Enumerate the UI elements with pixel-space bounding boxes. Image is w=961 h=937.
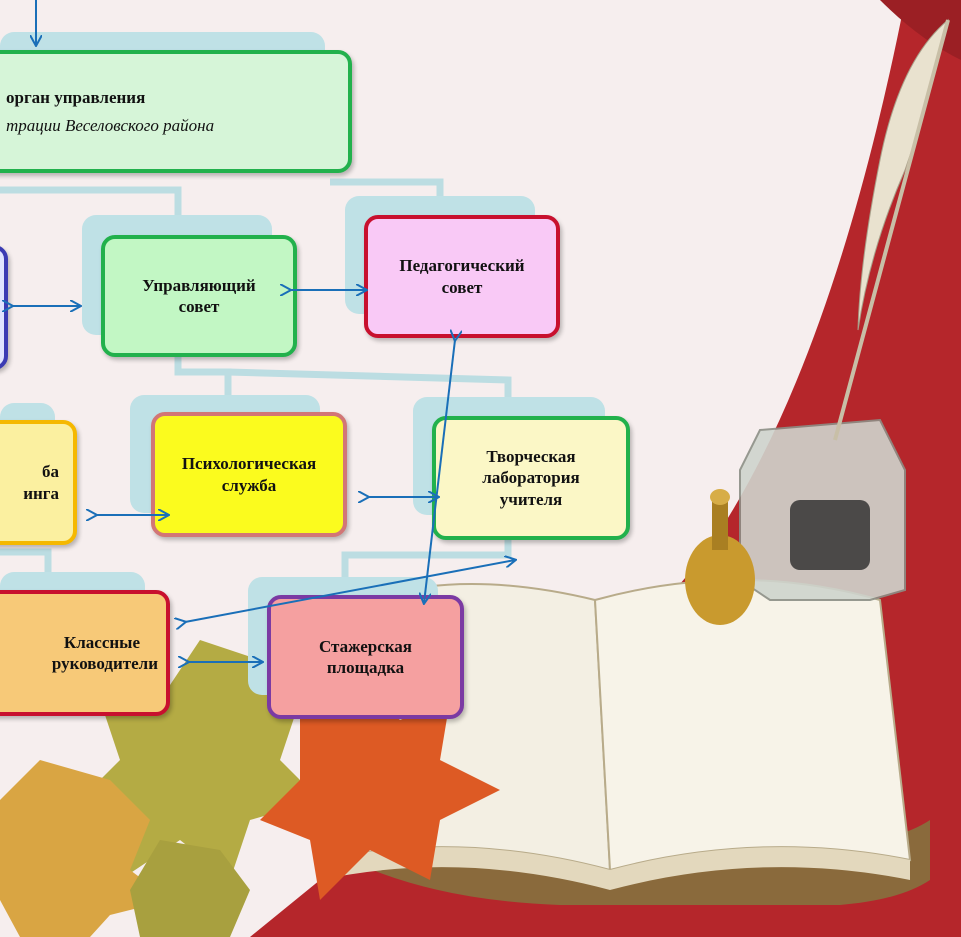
managing-council-line2: совет: [178, 297, 220, 316]
governing-body-subtitle: трации Веселовского района: [6, 115, 215, 135]
creative-lab-line2: лаборатория: [482, 468, 580, 488]
arrow-class-lab: [185, 560, 515, 622]
node-governing-body: орган управления трации Веселовского рай…: [0, 50, 352, 173]
creative-lab-line1: Творческая: [486, 447, 576, 467]
class-teachers-line1: Классные: [63, 632, 140, 652]
connector-monitoring-class: [0, 548, 52, 575]
pedagogical-council-line2: совет: [441, 277, 483, 297]
class-teachers-line2: руководители: [51, 654, 158, 673]
pedagogical-council-line1: Педагогический: [399, 256, 525, 276]
connector-managing-lab: [227, 368, 512, 400]
inkwell-illustration: [685, 418, 906, 625]
arrow-pedagogical-internship: [424, 340, 455, 603]
monitoring-service-line2: инга: [23, 483, 59, 503]
node-pedagogical-council: Педагогический совет: [364, 215, 560, 338]
internship-site-line2: площадка: [326, 658, 405, 677]
quill-illustration: [833, 18, 950, 441]
node-creative-lab: Творческая лаборатория учителя: [432, 416, 630, 540]
node-managing-council: Управляющий совет: [101, 235, 297, 357]
internship-site-line1: Стажерская: [319, 636, 412, 656]
monitoring-service-line1: ба: [42, 462, 59, 482]
governing-body-title: орган управления: [6, 88, 146, 108]
psych-service-line1: Психологическая: [181, 454, 317, 474]
autumn-leaves-illustration: [0, 640, 500, 937]
node-monitoring-service: ба инга: [0, 420, 77, 545]
psych-service-line2: служба: [221, 475, 277, 495]
creative-lab-line3: учителя: [499, 489, 563, 509]
node-class-teachers: Классные руководители: [0, 590, 170, 716]
connector-managing-psych: [174, 345, 232, 398]
node-psych-service: Психологическая служба: [151, 412, 347, 537]
connector-governing-managing: [0, 186, 182, 215]
managing-council-line1: Управляющий: [142, 275, 256, 295]
